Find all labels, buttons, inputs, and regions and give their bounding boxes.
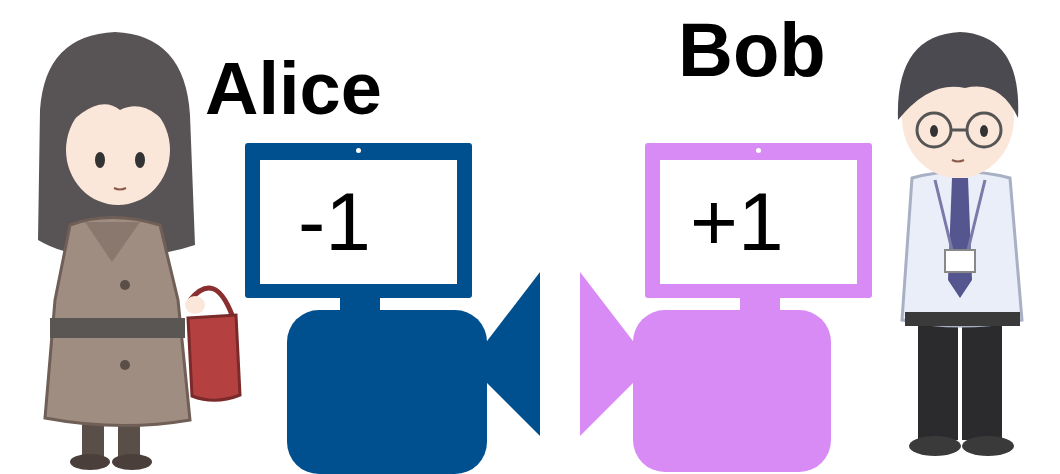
alice-mouth: [114, 188, 126, 190]
bob-figure: [898, 32, 1022, 456]
bob-glasses: [967, 113, 1001, 147]
alice-button: [120, 360, 130, 370]
bob-shirt: [902, 172, 1022, 327]
bob-eye: [980, 125, 988, 137]
bob-shoe: [962, 436, 1014, 456]
alice-button: [120, 280, 130, 290]
person-name: Bob: [678, 12, 826, 88]
monitor-dot: [356, 148, 361, 153]
monitor-dot: [756, 148, 761, 153]
monitor-screen: -1: [245, 143, 472, 298]
alice-coat: [45, 218, 190, 426]
bob-belt: [905, 312, 1020, 326]
alice-collar: [85, 222, 140, 262]
alice-shoe: [112, 454, 152, 470]
alice-hand: [185, 296, 205, 314]
camera-icon: [580, 272, 831, 472]
camera-lens: [484, 272, 540, 436]
alice-bag: [188, 315, 240, 400]
bob-mouth: [952, 160, 964, 162]
bob-leg: [962, 320, 1002, 440]
person-name: Alice: [205, 52, 382, 126]
bob-badge: [945, 250, 975, 272]
camera-body: [633, 310, 831, 472]
monitor-screen: +1: [645, 143, 872, 298]
alice-shoe: [70, 454, 110, 470]
alice-belt: [50, 318, 185, 338]
camera-icon: [287, 272, 540, 474]
bob-leg: [918, 320, 958, 440]
alice-eye: [135, 152, 145, 168]
camera-lens: [580, 272, 636, 436]
bob-eye: [930, 125, 938, 137]
alice-fringe: [55, 52, 178, 140]
bob-tie: [948, 178, 972, 298]
alice-eye: [95, 152, 105, 168]
bob-glasses-bridge: [951, 129, 967, 132]
bob-lanyard: [935, 180, 985, 250]
bob-glasses: [917, 113, 951, 147]
bob-shoe: [909, 436, 961, 456]
screen-value: +1: [690, 181, 784, 263]
bob-hair: [898, 32, 1018, 120]
screen-value: -1: [298, 181, 371, 263]
camera-body: [287, 310, 487, 474]
